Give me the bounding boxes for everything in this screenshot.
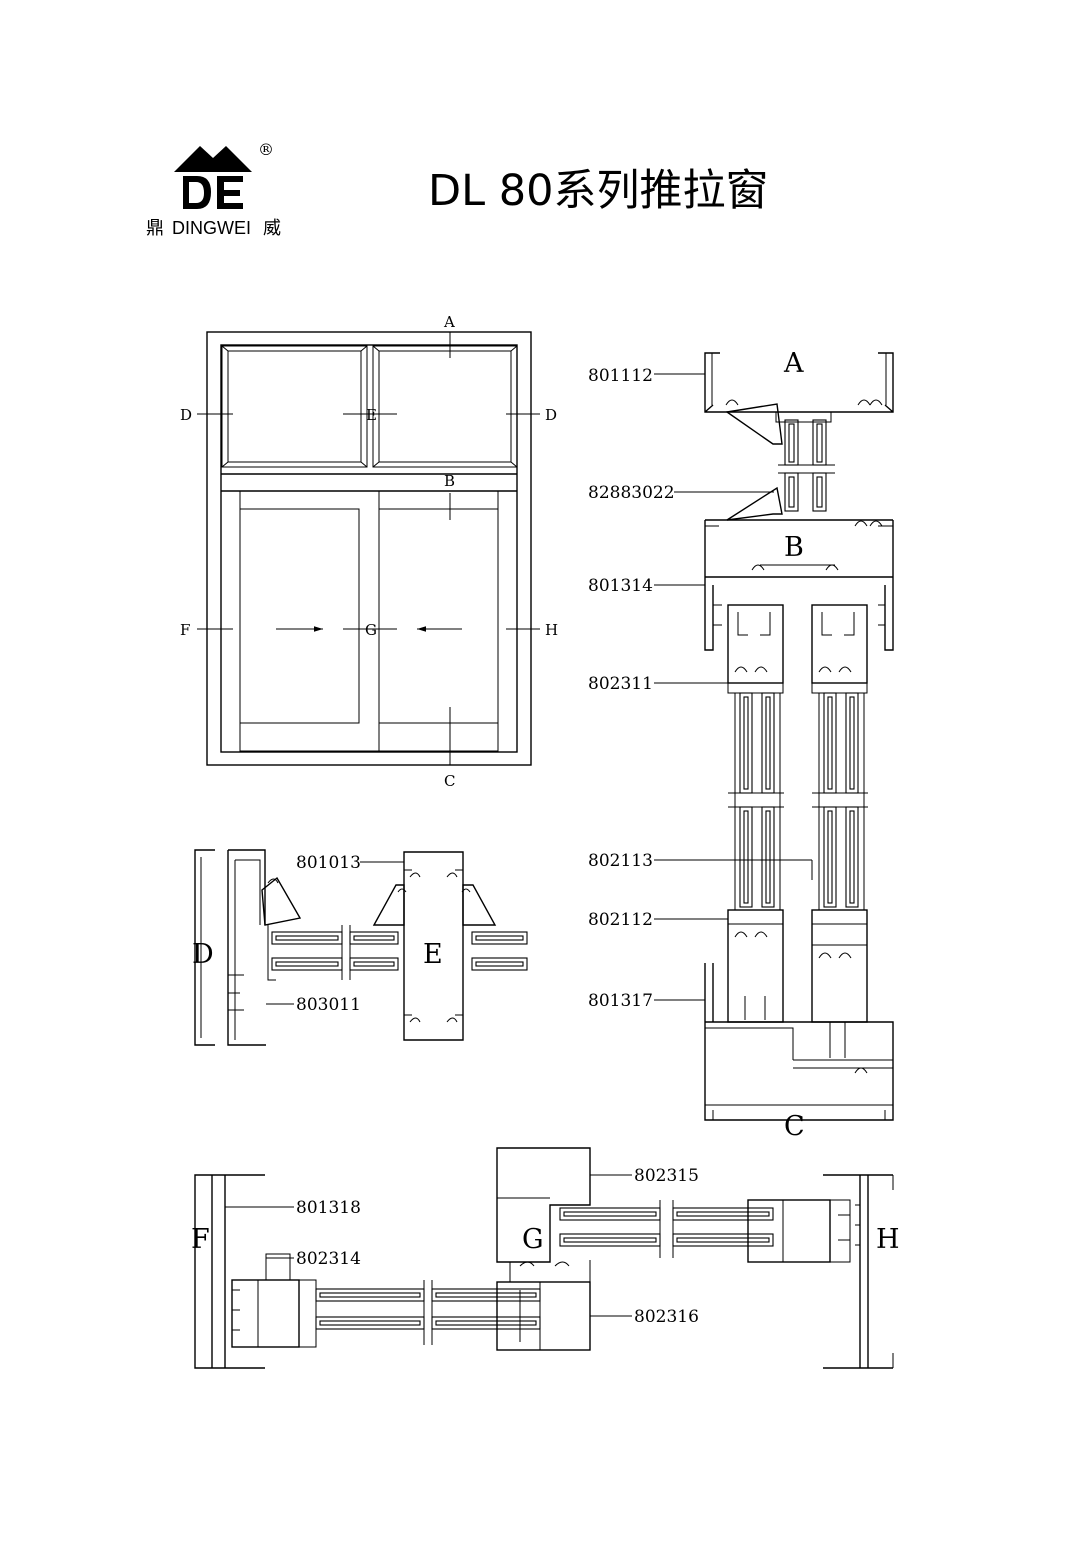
elev-label-d-left: D (180, 406, 192, 424)
de-section: D E 801013 803011 (192, 849, 528, 1046)
logo-cn-right: 威 (263, 218, 281, 238)
de-code: 803011 (296, 995, 361, 1015)
logo-text: DINGWEI (172, 218, 251, 238)
elev-label-c: C (444, 772, 455, 790)
registered-mark: ® (258, 140, 274, 159)
vsec-code: 801112 (588, 366, 653, 386)
logo-mark-icon (174, 146, 252, 209)
window-elevation: A B C D E D F G H (180, 313, 558, 790)
vsec-code: 802311 (588, 674, 653, 694)
vsec-code: 802112 (588, 910, 653, 930)
vsec-code: 801314 (588, 576, 653, 596)
fgh-label-f: F (191, 1224, 210, 1255)
elev-label-d-right: D (545, 406, 557, 424)
elev-label-e: E (366, 406, 377, 424)
vsec-code: 801317 (588, 991, 653, 1011)
vsec-label-a: A (783, 348, 804, 379)
fgh-label-h: H (876, 1224, 900, 1255)
fgh-label-g: G (522, 1224, 544, 1255)
logo-cn-left: 鼎 (146, 218, 164, 238)
elev-label-f: F (180, 621, 190, 639)
brand-logo: ® 鼎 DINGWEI 威 (146, 140, 281, 238)
elev-label-g: G (365, 621, 377, 639)
fgh-code: 802316 (634, 1307, 699, 1327)
elev-label-a: A (443, 313, 455, 331)
fgh-section: F G H 802315 801318 802314 802316 (191, 1147, 900, 1369)
vsec-code: 802113 (588, 851, 653, 871)
de-label-e: E (423, 939, 443, 970)
elev-label-h: H (545, 621, 558, 639)
elev-label-b: B (444, 472, 455, 490)
de-code: 801013 (296, 853, 361, 873)
de-label-d: D (192, 939, 214, 970)
fgh-code: 801318 (296, 1198, 361, 1218)
fgh-code: 802314 (296, 1249, 361, 1269)
vsec-label-c: C (784, 1111, 805, 1142)
vsec-label-b: B (784, 532, 804, 563)
page-title: DL 80系列推拉窗 (428, 166, 768, 216)
vsec-code: 82883022 (588, 483, 675, 503)
vertical-section: A B C 801112 82883022 801314 802311 8021… (588, 348, 894, 1142)
fgh-code: 802315 (634, 1166, 699, 1186)
